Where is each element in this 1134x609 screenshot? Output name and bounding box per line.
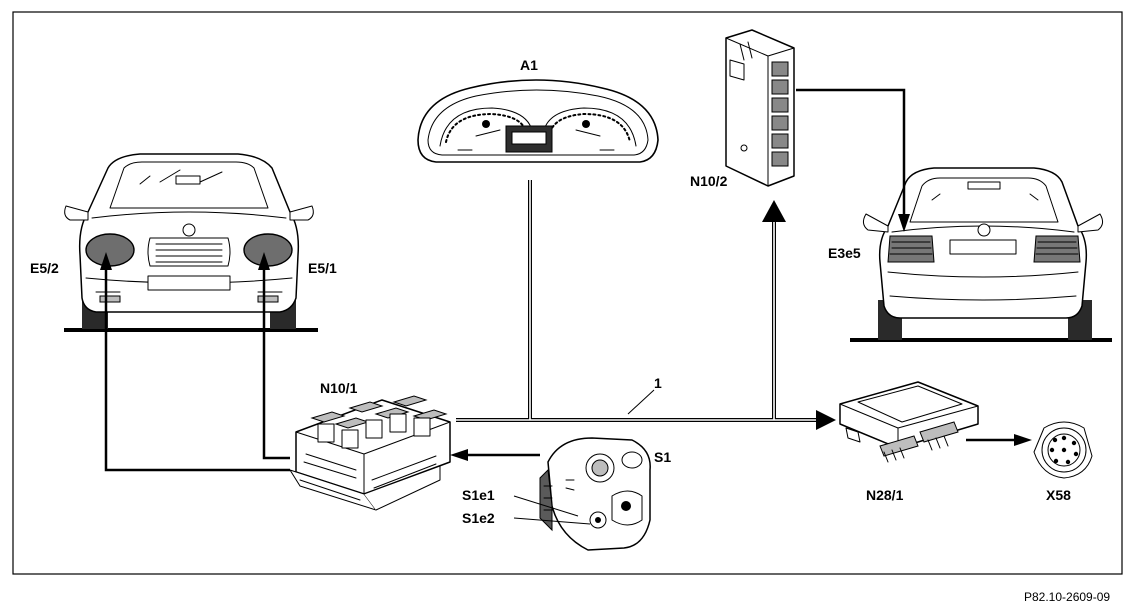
module-n10-2	[725, 29, 795, 187]
label-e5-1: E5/1	[308, 260, 337, 276]
car-rear-view	[850, 167, 1112, 342]
car-front-view	[64, 153, 318, 332]
label-n10-2: N10/2	[690, 173, 728, 189]
label-n10-1: N10/1	[320, 380, 358, 396]
label-e3e5: E3e5	[828, 245, 861, 261]
label-s1e1: S1e1	[462, 487, 495, 503]
figure-code: P82.10-2609-09	[1024, 590, 1110, 604]
data-bus-line	[456, 180, 836, 430]
arrow-to-e5-1	[258, 252, 270, 270]
module-n10-1	[289, 395, 451, 511]
arrow-to-n10-2	[762, 200, 786, 222]
label-x58: X58	[1046, 487, 1071, 503]
module-n28-1	[839, 381, 979, 463]
diagram-frame	[12, 11, 1123, 575]
label-s1e2: S1e2	[462, 510, 495, 526]
arrow-to-e3e5	[898, 214, 910, 232]
label-s1: S1	[654, 449, 671, 465]
arrow-to-n10-1	[450, 449, 468, 461]
instrument-cluster-a1	[417, 79, 659, 163]
label-bus-1: 1	[654, 375, 662, 391]
arrow-to-e5-2	[100, 252, 112, 270]
trailer-socket-x58	[1033, 421, 1093, 479]
label-e5-2: E5/2	[30, 260, 59, 276]
label-a1: A1	[520, 57, 538, 73]
light-switch-s1	[539, 437, 651, 551]
label-n28-1: N28/1	[866, 487, 904, 503]
arrow-to-x58	[1014, 434, 1032, 446]
signal-wires	[100, 88, 1032, 525]
arrow-to-n28-1	[816, 410, 836, 430]
